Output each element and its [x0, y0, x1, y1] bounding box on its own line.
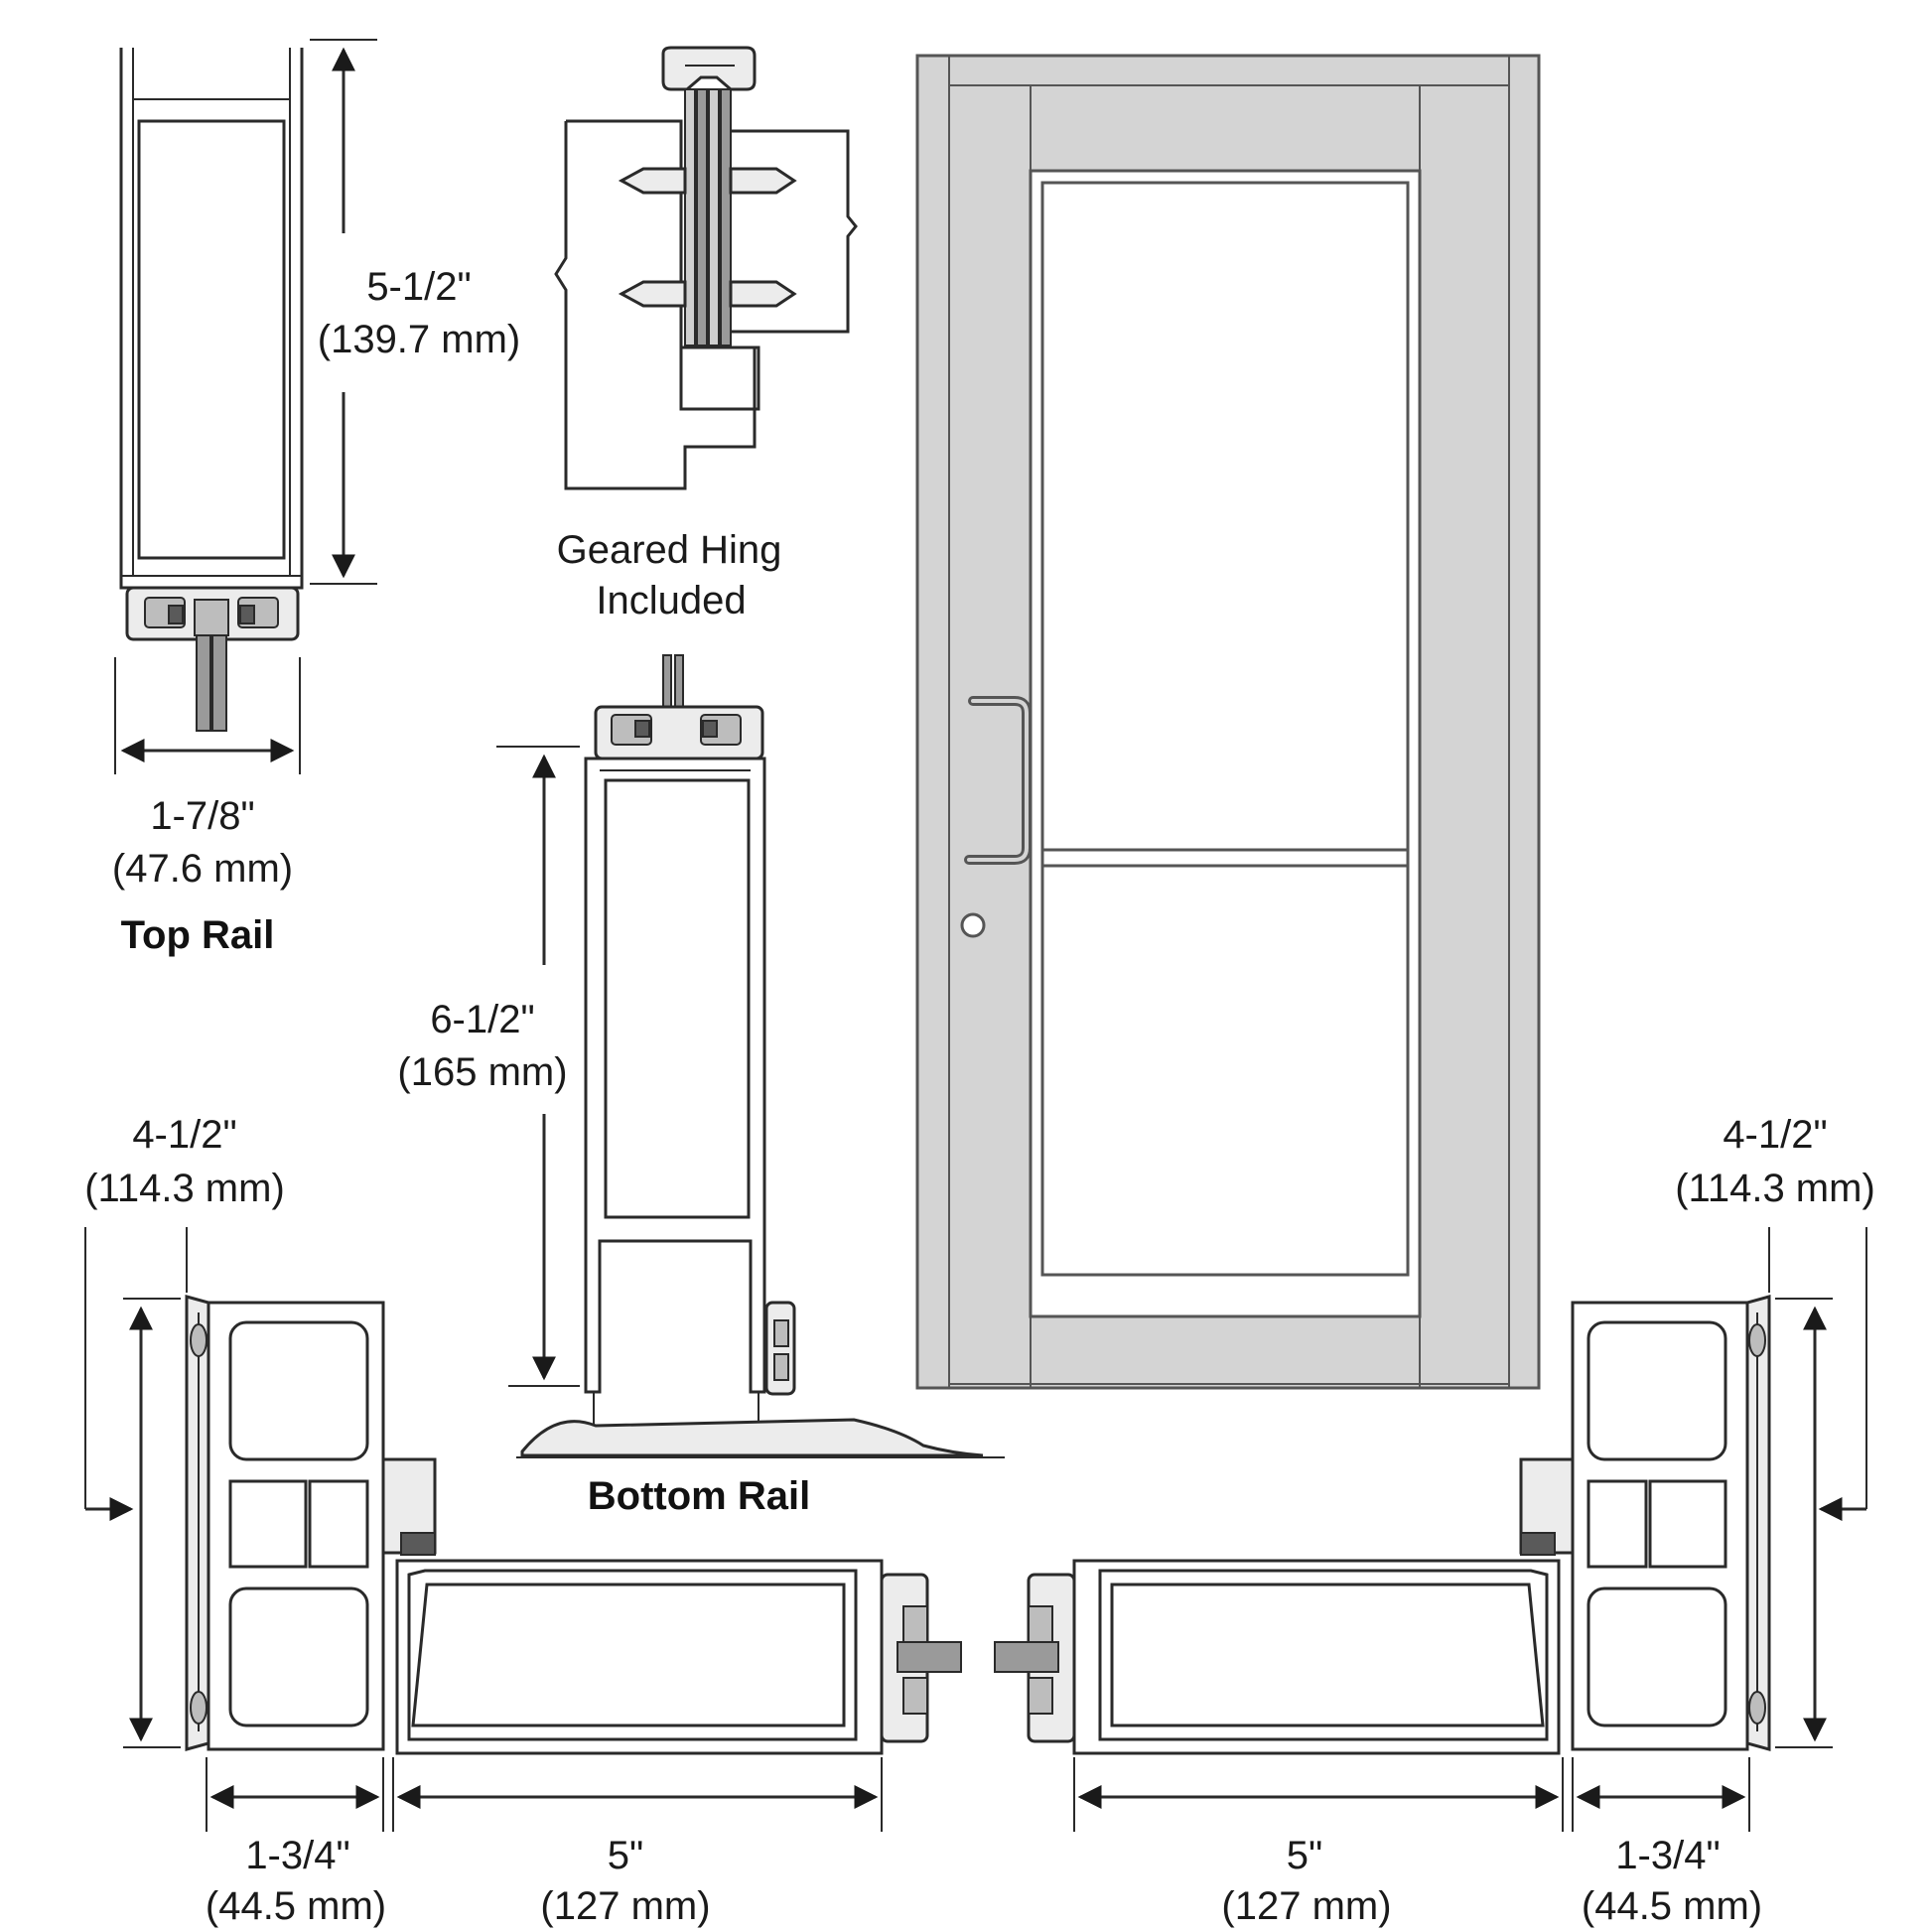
bottom-rail-height-mm: (165 mm)	[397, 1050, 567, 1094]
right-stile-width-in: 5"	[1287, 1834, 1322, 1877]
top-rail-width-dimension: 1-7/8" (47.6 mm) Top Rail	[112, 657, 301, 957]
top-rail-height-in: 5-1/2"	[366, 265, 471, 309]
right-stile-height-dimension: 4-1/2" (114.3 mm)	[1675, 1113, 1875, 1748]
top-rail-section	[119, 48, 304, 732]
geared-hinge-detail	[554, 46, 858, 490]
left-stile-width-mm: (127 mm)	[540, 1884, 710, 1928]
left-stile-height-mm: (114.3 mm)	[84, 1167, 285, 1210]
right-frame-width-mm: (44.5 mm)	[1582, 1884, 1762, 1928]
right-stile-width-dimensions: 5" (127 mm) 1-3/4" (44.5 mm)	[1073, 1757, 1762, 1928]
right-frame-width-in: 1-3/4"	[1615, 1834, 1720, 1877]
top-rail-caption: Top Rail	[121, 913, 275, 957]
hinge-label-line1: Geared Hing	[557, 528, 782, 572]
left-stile-width-dimensions: 1-3/4" (44.5 mm) 5" (127 mm)	[206, 1757, 883, 1928]
bottom-rail-section	[516, 654, 1005, 1458]
bottom-rail-caption: Bottom Rail	[588, 1474, 810, 1518]
left-stile-height-dimension: 4-1/2" (114.3 mm)	[84, 1113, 285, 1748]
right-stile-section	[994, 1295, 1771, 1755]
top-rail-width-mm: (47.6 mm)	[112, 847, 293, 891]
right-stile-height-mm: (114.3 mm)	[1675, 1167, 1875, 1210]
left-stile-section	[185, 1295, 962, 1755]
bottom-rail-height-in: 6-1/2"	[430, 998, 534, 1041]
bottom-rail-height-dimension: 6-1/2" (165 mm)	[397, 746, 580, 1387]
door-elevation	[915, 54, 1541, 1390]
left-frame-width-in: 1-3/4"	[245, 1834, 349, 1877]
geared-hinge-label: Geared Hing Included	[557, 528, 782, 622]
right-stile-height-in: 4-1/2"	[1723, 1113, 1827, 1157]
left-stile-height-in: 4-1/2"	[132, 1113, 236, 1157]
hinge-label-line2: Included	[596, 579, 746, 622]
left-stile-width-in: 5"	[608, 1834, 643, 1877]
right-stile-width-mm: (127 mm)	[1221, 1884, 1391, 1928]
left-frame-width-mm: (44.5 mm)	[206, 1884, 386, 1928]
top-rail-width-in: 1-7/8"	[150, 794, 254, 838]
top-rail-height-mm: (139.7 mm)	[318, 318, 521, 361]
top-rail-height-dimension: 5-1/2" (139.7 mm)	[310, 39, 521, 585]
